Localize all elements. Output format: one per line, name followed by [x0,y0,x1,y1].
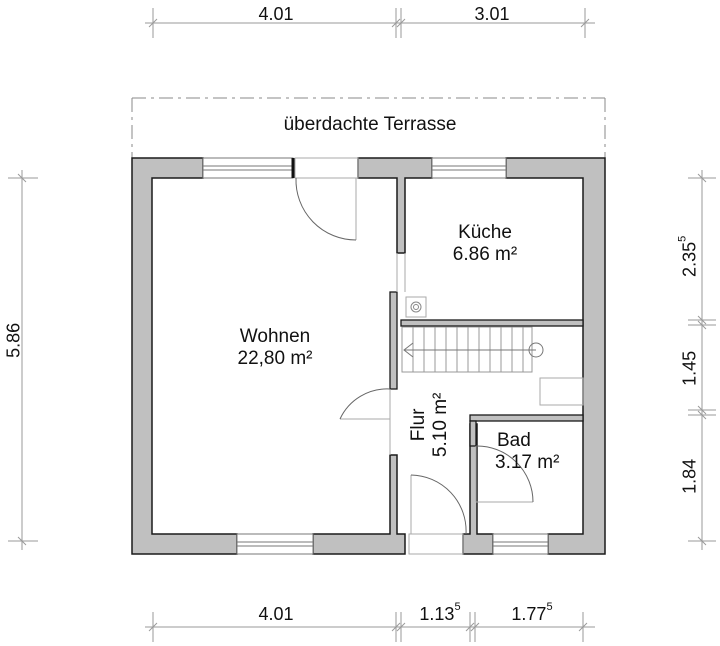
fixtures [405,296,584,406]
doors [291,157,534,555]
dim-top-kueche: 3.01 [474,4,510,24]
dim-bottom-bad: 1.775 [511,601,553,624]
dim-right-kueche: 2.355 [676,235,700,277]
room-bad-name: Bad [497,430,531,451]
room-flur-area: 5.10 m² [430,392,451,458]
dim-left-total: 5.86 [3,322,24,358]
room-bad: Bad 3.17 m² [480,430,590,474]
room-flur-name: Flur [408,408,430,442]
terrace-label: überdachte Terrasse [283,114,457,135]
dim-right-bad: 1.84 [679,458,700,494]
dim-bottom-flur: 1.135 [419,601,461,624]
room-wohnen-area: 22,80 m² [237,347,313,369]
interior-walls [389,291,584,447]
room-flur: Flur 5.10 m² [408,375,452,475]
room-kueche-area: 6.86 m² [452,243,518,265]
dim-bottom-wohnen: 4.01 [258,604,294,624]
terrace-outline [131,97,606,158]
room-kueche-name: Küche [458,222,512,243]
stairs [401,326,544,373]
dim-top-wohnen: 4.01 [258,4,294,24]
dim-right-stair: 1.45 [679,350,700,386]
room-wohnen: Wohnen 22,80 m² [200,326,350,370]
room-wohnen-name: Wohnen [239,326,311,347]
room-kueche: Küche 6.86 m² [430,222,540,266]
room-bad-area: 3.17 m² [495,451,560,473]
dimension-lines [8,8,716,642]
